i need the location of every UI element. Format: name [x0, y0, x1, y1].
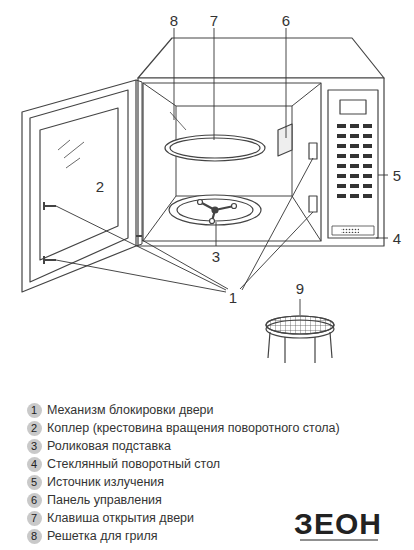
legend-number: 1 — [27, 403, 42, 418]
callout-number: 6 — [280, 13, 292, 28]
legend-number: 7 — [27, 511, 42, 526]
legend-text: Стеклянный поворотный стол — [47, 458, 220, 471]
legend-text: Механизм блокировки двери — [47, 404, 214, 417]
legend-number: 8 — [27, 529, 42, 544]
callout-number: 4 — [391, 231, 403, 246]
callout-number: 3 — [210, 249, 222, 264]
legend-number: 5 — [27, 475, 42, 490]
legend-text: Решетка для гриля — [47, 530, 158, 543]
callout-number: 8 — [168, 13, 180, 28]
callout-number: 7 — [208, 13, 220, 28]
legend-text: Коплер (крестовина вращения поворотного … — [47, 422, 340, 435]
legend-text: Роликовая подставка — [47, 440, 171, 453]
legend-text: Источник излучения — [47, 476, 164, 489]
legend-number: 2 — [27, 421, 42, 436]
watermark-logo: ЗЕОН — [294, 509, 382, 539]
callout-number: 2 — [94, 179, 106, 194]
legend-text: Клавиша открытия двери — [47, 512, 194, 525]
legend-text: Панель управления — [47, 494, 162, 507]
legend-number: 6 — [27, 493, 42, 508]
legend-number: 3 — [27, 439, 42, 454]
callout-number: 1 — [227, 290, 239, 305]
callout-number: 5 — [391, 168, 403, 183]
legend-number: 4 — [27, 457, 42, 472]
callout-number: 9 — [294, 281, 306, 296]
